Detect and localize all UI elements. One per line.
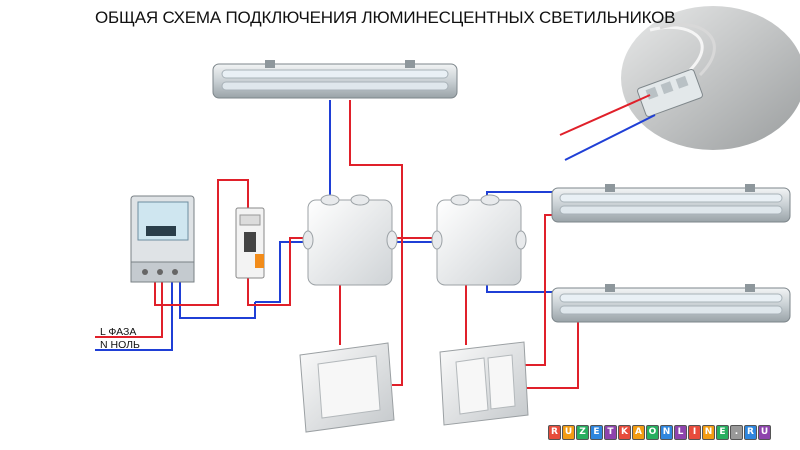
fluorescent-lamp-3 [551, 284, 791, 323]
logo-letter: Z [576, 425, 589, 440]
neutral-breaker-to-box1 [255, 241, 310, 303]
fluorescent-lamp-1 [212, 60, 458, 99]
logo-letter: K [618, 425, 631, 440]
diagram-title: ОБЩАЯ СХЕМА ПОДКЛЮЧЕНИЯ ЛЮМИНЕСЦЕНТНЫХ С… [95, 8, 676, 27]
single-switch [299, 342, 395, 433]
logo-letter: A [632, 425, 645, 440]
terminal-block-photo [559, 6, 800, 161]
phase-label: L ФАЗА [100, 326, 137, 338]
double-switch [439, 341, 529, 426]
logo-letter: R [548, 425, 561, 440]
circuit-breaker [235, 207, 265, 279]
phase-box1-to-lamp1 [349, 100, 403, 386]
logo-letter: O [646, 425, 659, 440]
logo-letter: L [674, 425, 687, 440]
junction-box-1 [302, 194, 398, 286]
neutral-meter-to-box1 [179, 282, 256, 319]
logo-letter: E [590, 425, 603, 440]
logo-letter: U [758, 425, 771, 440]
phase-switch2-to-lamp3 [522, 318, 579, 389]
logo-letter: E [716, 425, 729, 440]
logo-letter: . [730, 425, 743, 440]
phase-breaker-to-box1 [247, 237, 310, 306]
logo-letter: U [562, 425, 575, 440]
electricity-meter [130, 195, 195, 283]
logo-letter: R [744, 425, 757, 440]
neutral-label: N НОЛЬ [100, 339, 140, 351]
logo-letter: N [702, 425, 715, 440]
phase-meter-to-breaker [154, 179, 249, 306]
logo-letter: T [604, 425, 617, 440]
logo-letter: I [688, 425, 701, 440]
logo-letter: N [660, 425, 673, 440]
phase-feed [95, 282, 163, 338]
fluorescent-lamp-2 [551, 184, 791, 223]
junction-box-2 [431, 194, 527, 286]
